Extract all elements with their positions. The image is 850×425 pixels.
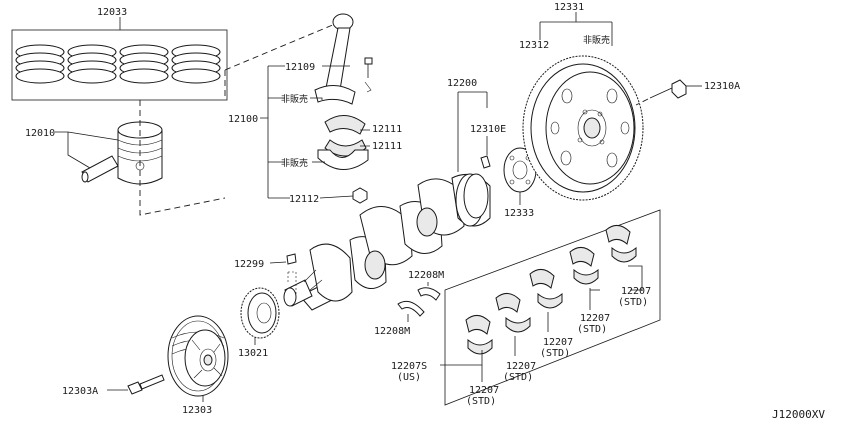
label-std-d: (STD) — [577, 324, 607, 335]
main-bearing-std-pair-1[interactable] — [495, 293, 531, 333]
thrust-washer-lower[interactable] — [397, 300, 425, 317]
label-12100: 12100 — [228, 114, 258, 125]
main-bearing-std-pair-3[interactable] — [569, 247, 599, 285]
crankshaft[interactable] — [283, 173, 491, 311]
label-12112: 12112 — [289, 194, 319, 205]
label-12310E: 12310E — [470, 124, 506, 135]
label-12200: 12200 — [447, 78, 477, 89]
label-12207-c: 12207 — [543, 337, 573, 348]
connecting-rod-cap[interactable] — [317, 149, 369, 170]
label-12207-d: 12207 — [580, 313, 610, 324]
label-std-c: (STD) — [540, 348, 570, 359]
woodruff-key[interactable] — [286, 253, 297, 265]
main-bearing-std-pair-4[interactable] — [605, 225, 637, 263]
connecting-rod-nut[interactable] — [352, 187, 368, 204]
diagram-code: J12000XV — [772, 408, 825, 421]
label-not-for-sale-2: 非販売 — [281, 157, 308, 169]
label-12033: 12033 — [97, 7, 127, 18]
label-12111-a: 12111 — [372, 124, 402, 135]
flywheel[interactable] — [522, 55, 644, 201]
label-12010: 12010 — [25, 128, 55, 139]
flywheel-bolt[interactable] — [649, 79, 687, 99]
piston-pin[interactable] — [81, 155, 119, 183]
main-bearing-us-pair[interactable] — [465, 315, 493, 355]
label-12207-b: 12207 — [506, 361, 536, 372]
label-12299: 12299 — [234, 259, 264, 270]
label-not-for-sale-3: 非販売 — [583, 34, 610, 46]
label-std-e: (STD) — [618, 297, 648, 308]
label-not-for-sale-1: 非販売 — [281, 93, 308, 105]
label-12303: 12303 — [182, 405, 212, 416]
connecting-rod-bearing-upper[interactable] — [324, 115, 366, 135]
connecting-rod[interactable] — [314, 13, 356, 105]
label-12331: 12331 — [554, 2, 584, 13]
label-std-a: (STD) — [466, 396, 496, 407]
label-12312: 12312 — [519, 40, 549, 51]
thrust-washer-upper[interactable] — [417, 287, 441, 301]
crank-pulley[interactable] — [167, 315, 229, 397]
label-13021: 13021 — [238, 348, 268, 359]
crank-pulley-bolt[interactable] — [127, 374, 165, 395]
main-bearing-std-pair-2[interactable] — [529, 269, 563, 309]
label-12333: 12333 — [504, 208, 534, 219]
dowel-pin[interactable] — [480, 155, 491, 169]
label-12109: 12109 — [285, 62, 315, 73]
label-12208M-upper: 12208M — [408, 270, 444, 281]
label-12208M-lower: 12208M — [374, 326, 410, 337]
crank-sprocket[interactable] — [240, 287, 280, 339]
label-12310A: 12310A — [704, 81, 740, 92]
connecting-rod-bolt[interactable] — [364, 57, 373, 93]
label-12111-b: 12111 — [372, 141, 402, 152]
label-12303A: 12303A — [62, 386, 98, 397]
label-std-b: (STD) — [503, 372, 533, 383]
label-12207-e: 12207 — [621, 286, 651, 297]
label-12207-a: 12207 — [469, 385, 499, 396]
piston-ring-set[interactable] — [11, 29, 228, 101]
label-us: (US) — [397, 372, 421, 383]
label-12207S: 12207S — [391, 361, 427, 372]
